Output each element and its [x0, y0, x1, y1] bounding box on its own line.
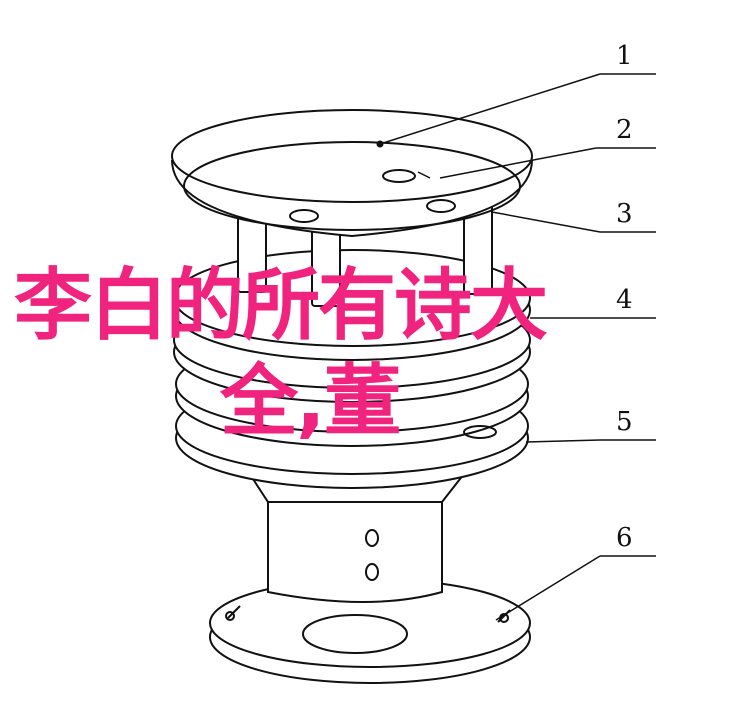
- base-flange: [209, 578, 531, 684]
- overlay-title: 李白的所有诗大 全,董: [14, 258, 734, 450]
- callout-2: 2: [616, 115, 633, 145]
- callout-1: 1: [616, 41, 633, 71]
- callout-4: 4: [616, 285, 633, 315]
- callout-3: 3: [616, 199, 633, 229]
- leader-lines: [379, 73, 656, 621]
- top-cover: [171, 109, 533, 238]
- callout-numbers: 1 2 3 4 5 6: [616, 41, 633, 553]
- overlay-title-line-2: 全,董: [220, 357, 402, 447]
- overlay-title-line-1: 李白的所有诗大: [14, 261, 548, 351]
- callout-5: 5: [616, 407, 633, 437]
- callout-6: 6: [616, 523, 633, 553]
